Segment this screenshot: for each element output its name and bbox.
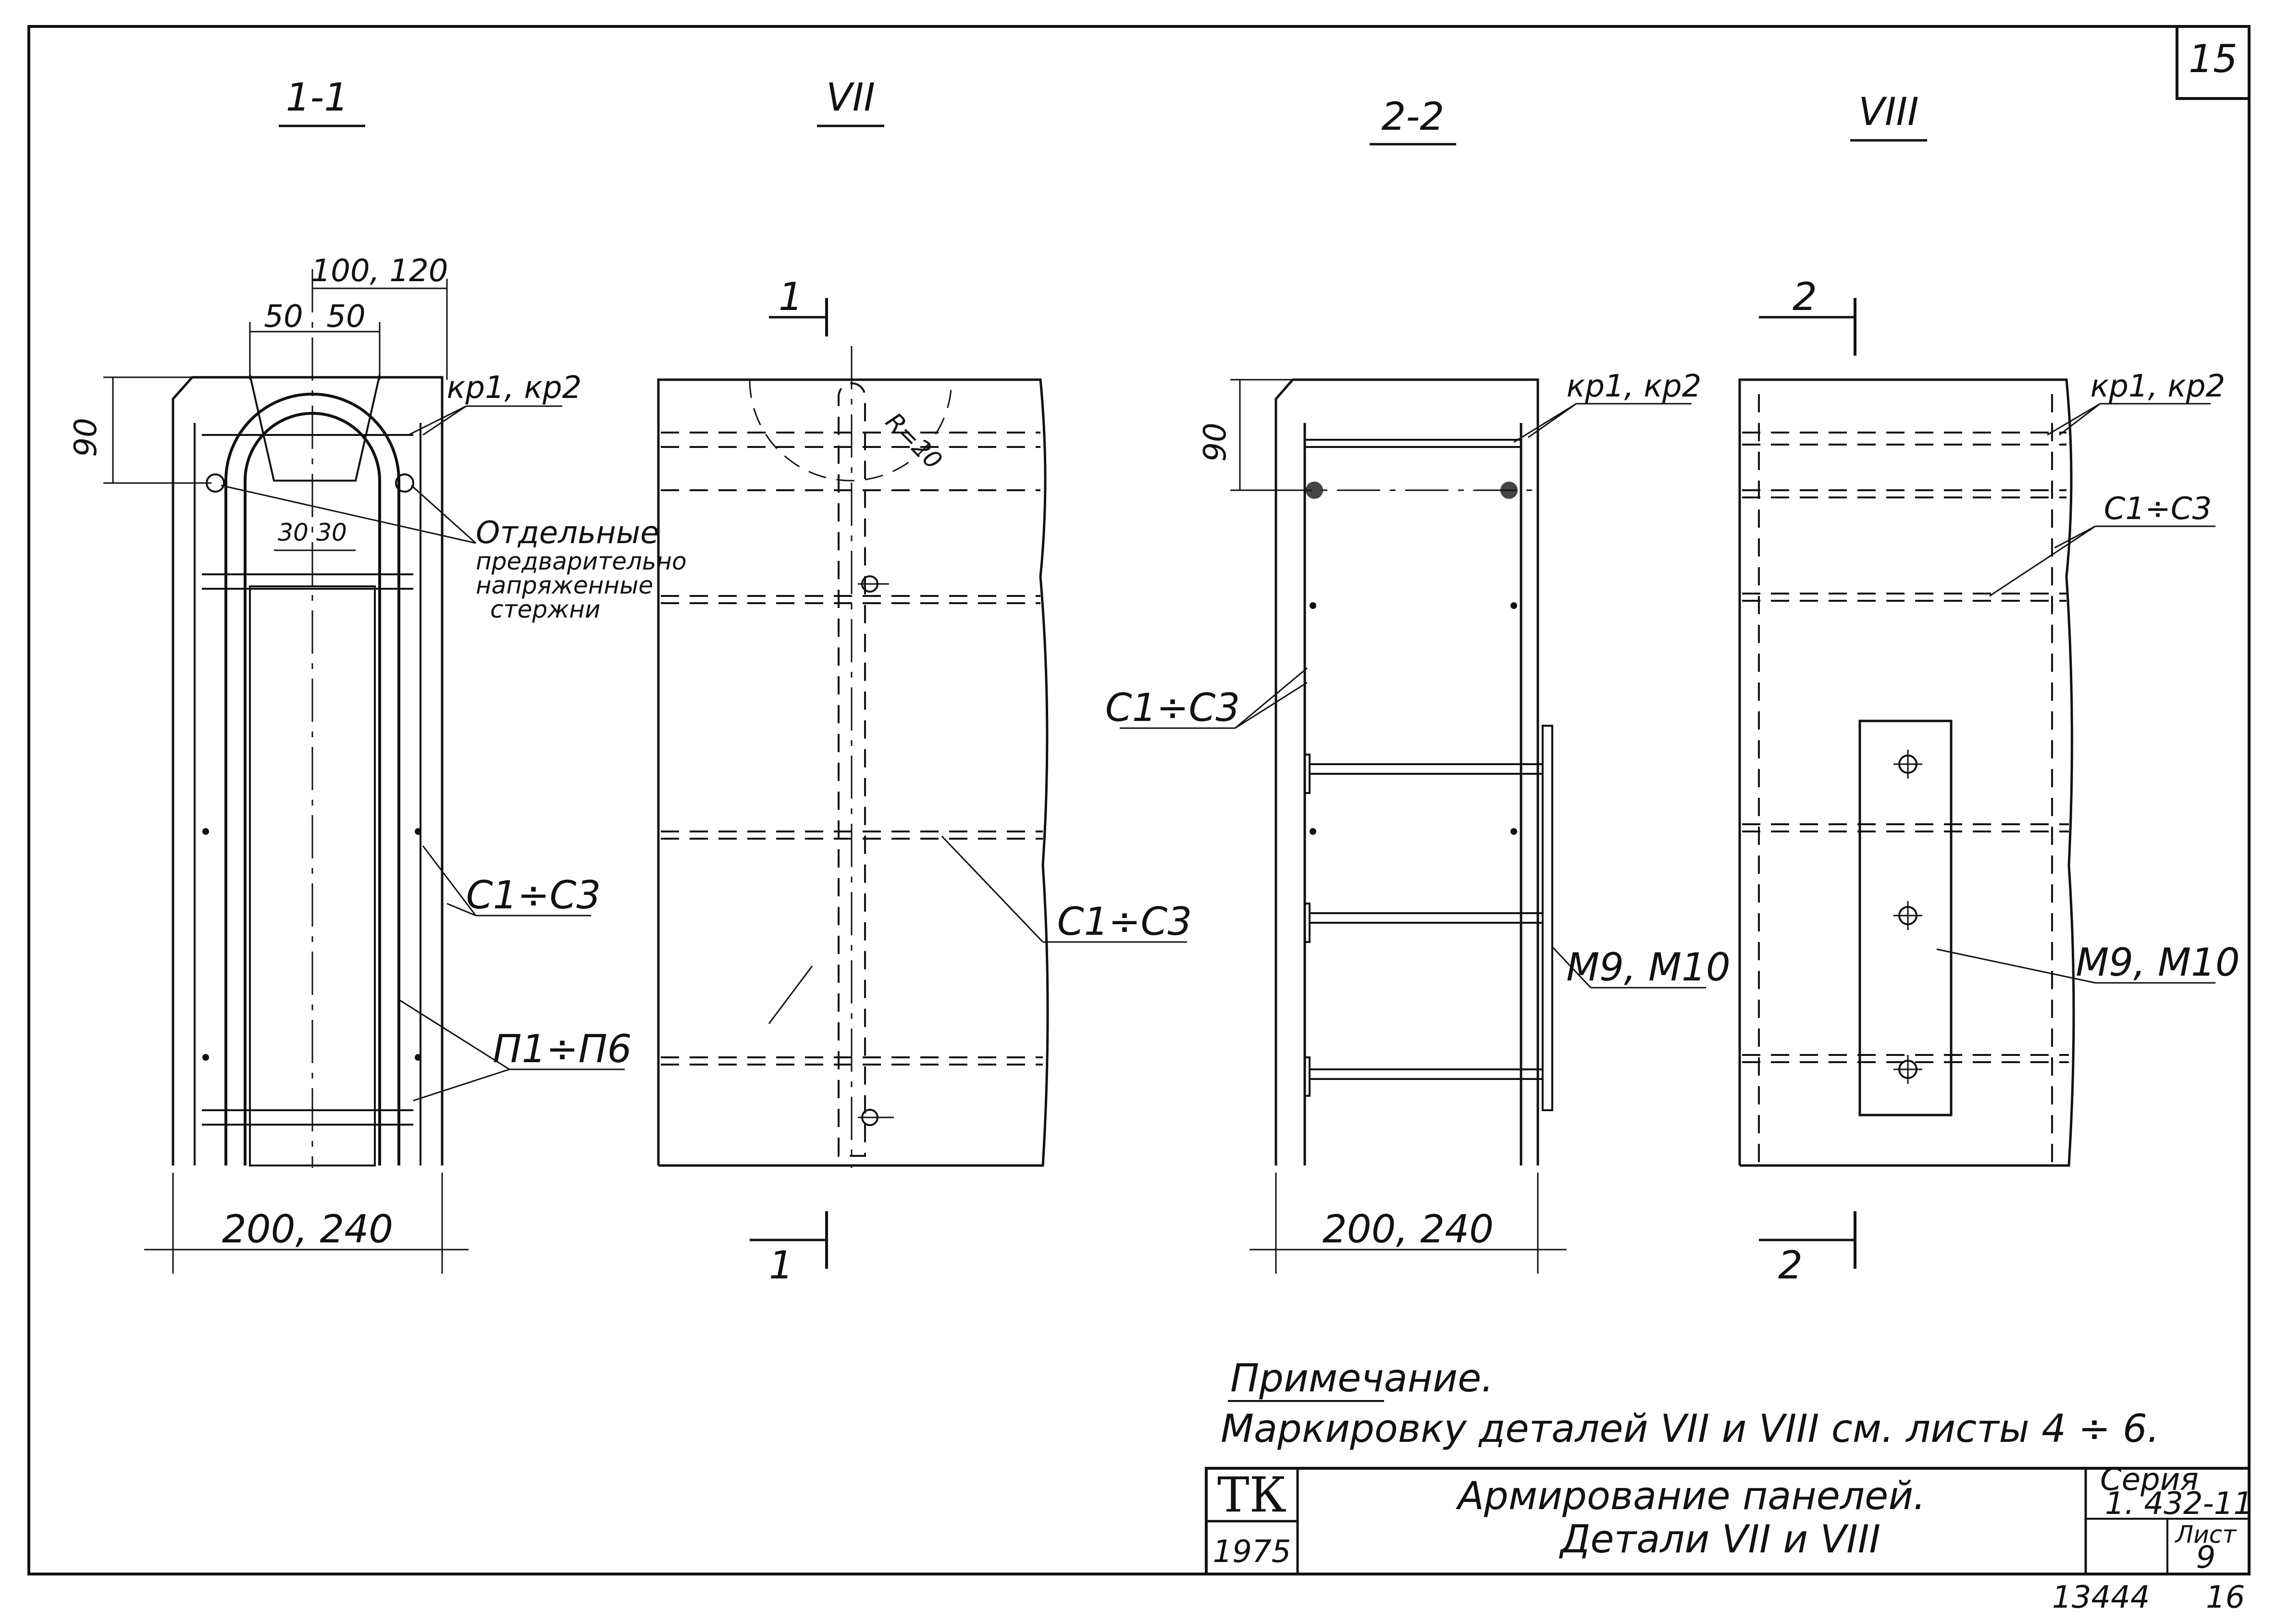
cut-mark-1-top: 1 — [779, 274, 803, 319]
label-rods-line1: Отдельные — [476, 515, 659, 551]
title-block: ТК 1975 Армирование панелей. Детали VII … — [1205, 1462, 2253, 1575]
dim-90: 90 — [68, 418, 104, 457]
dim-30-right: 30 — [316, 519, 347, 546]
title-block-year: 1975 — [1213, 1534, 1291, 1570]
corner-number: 15 — [2189, 37, 2238, 81]
view-title-VII: VII — [826, 75, 875, 120]
title-block-org: ТК — [1217, 1467, 1286, 1523]
archive-sheet: 16 — [2206, 1580, 2245, 1615]
archive-number: 13444 — [2052, 1580, 2150, 1615]
corner-number-box — [2176, 25, 2251, 100]
label-kp1-kp2-view1: кр1, кр2 — [447, 370, 582, 406]
view-section-1-1: 1-1 100, 120 50 50 — [68, 75, 687, 1274]
label-c1-c3-view1: С1÷С3 — [466, 873, 601, 917]
dim-50-left: 50 — [264, 299, 303, 335]
label-rods-line4: стержни — [490, 595, 600, 623]
label-kp1-kp2-view2: кр1, кр2 — [1567, 369, 1702, 404]
label-p1-p6: П1÷П6 — [493, 1027, 631, 1071]
dim-30-left: 30 — [278, 519, 309, 546]
label-m9-m10-view4: М9, М10 — [2076, 940, 2240, 985]
dim-90-view2: 90 — [1198, 422, 1233, 461]
cut-mark-2-bottom: 2 — [1778, 1243, 1803, 1288]
view-detail-VII: VII 1 1 R=20 С1÷С3 — [657, 75, 1192, 1288]
series-label: Серия — [2100, 1462, 2199, 1498]
dim-200-240-right: 200, 240 — [1323, 1207, 1494, 1252]
cut-mark-1-bottom: 1 — [769, 1243, 793, 1288]
label-kp1-kp2-view4: кр1, кр2 — [2090, 369, 2226, 404]
cut-mark-2-top: 2 — [1793, 274, 1817, 319]
label-c1-c3-viewVII: С1÷С3 — [1057, 899, 1192, 944]
label-m9-m10-view2: М9, М10 — [1566, 945, 1731, 990]
sheet-value: 9 — [2196, 1540, 2216, 1575]
view-detail-VIII: VIII 2 2 кр1, кр2 — [1738, 89, 2240, 1288]
label-rods-line2: предварительно — [476, 547, 687, 575]
series-value: 1. 432-11 — [2105, 1486, 2253, 1522]
note-block: Примечание. Маркировку деталей VII и VII… — [1221, 1356, 2159, 1451]
view-section-2-2: 2-2 90 кр1, кр2 С1 — [1105, 94, 1731, 1274]
sheet-label: Лист — [2175, 1521, 2238, 1549]
label-c1-c3-view2: С1÷С3 — [1105, 685, 1240, 730]
dim-50-right: 50 — [326, 299, 365, 335]
title-block-title-line2: Детали VII и VIII — [1559, 1517, 1880, 1562]
radius-R20: R=20 — [880, 407, 948, 474]
label-c1-c3-view4: С1÷С3 — [2104, 491, 2212, 527]
label-rods-line3: напряженные — [476, 571, 653, 599]
sheet-frame — [27, 25, 2251, 1575]
dim-100-120: 100, 120 — [311, 253, 448, 289]
title-block-title-line1: Армирование панелей. — [1455, 1474, 1925, 1518]
view-title-1-1: 1-1 — [286, 75, 349, 120]
note-text: Маркировку деталей VII и VIII см. листы … — [1221, 1406, 2159, 1451]
dim-200-240-left: 200, 240 — [222, 1207, 393, 1252]
note-heading: Примечание. — [1230, 1356, 1494, 1401]
view-title-2-2: 2-2 — [1382, 94, 1445, 139]
view-title-VIII: VIII — [1858, 89, 1919, 134]
